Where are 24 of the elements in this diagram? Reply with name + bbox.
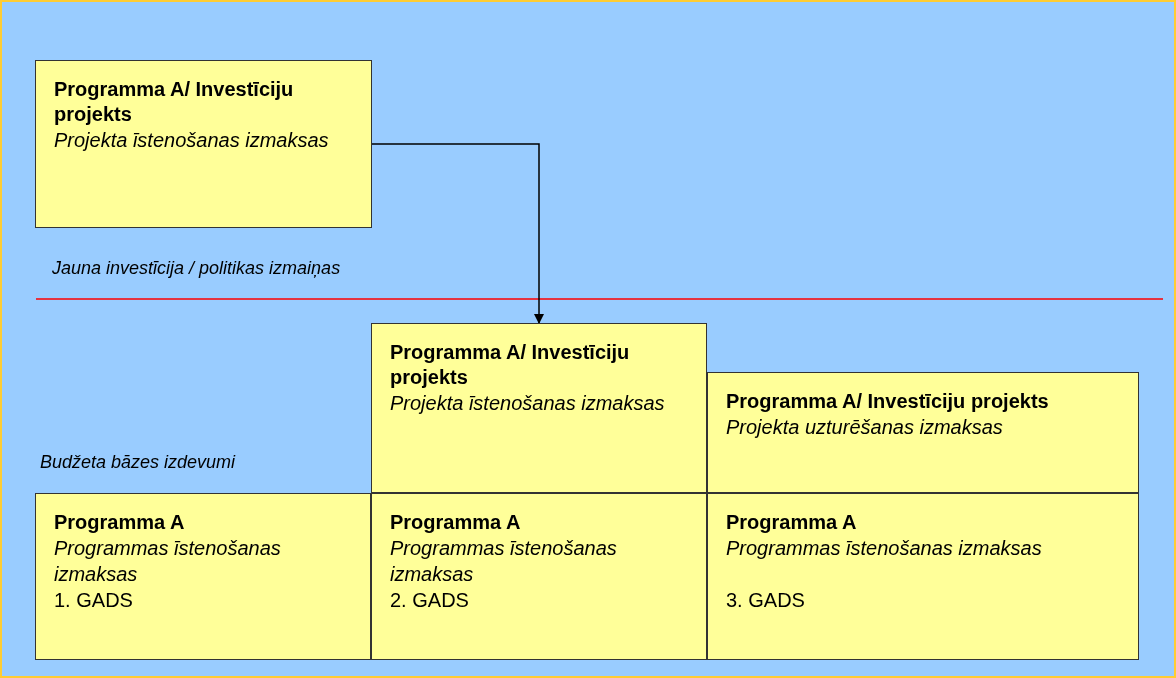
year-label: 3. GADS [726,588,806,613]
description: Programmas īstenošanas izmaksas [726,536,1043,561]
heading: Programma A/ Investīciju projekts [390,340,631,390]
heading: Programma A [54,510,186,535]
heading: Programma A/ Investīciju projekts [726,389,1050,414]
heading: Programma A [390,510,522,535]
year-label: 2. GADS [390,588,470,613]
cost-box [35,493,371,660]
cost-box [35,60,372,228]
description: Programmas īstenošanas izmaksas [390,536,618,587]
section-label: Budžeta bāzes izdevumi [40,452,236,473]
description: Projekta īstenošanas izmaksas [390,391,666,416]
year-label: 1. GADS [54,588,134,613]
cost-box [707,493,1139,660]
cost-box [371,323,707,493]
description: Projekta uzturēšanas izmaksas [726,415,1004,440]
section-label: Jauna investīcija / politikas izmaiņas [52,258,341,279]
description: Projekta īstenošanas izmaksas [54,128,330,153]
heading: Programma A/ Investīciju projekts [54,77,295,127]
description: Programmas īstenošanas izmaksas [54,536,282,587]
cost-box [707,372,1139,493]
arrow [371,143,544,324]
heading: Programma A [726,510,858,535]
cost-box [371,493,707,660]
